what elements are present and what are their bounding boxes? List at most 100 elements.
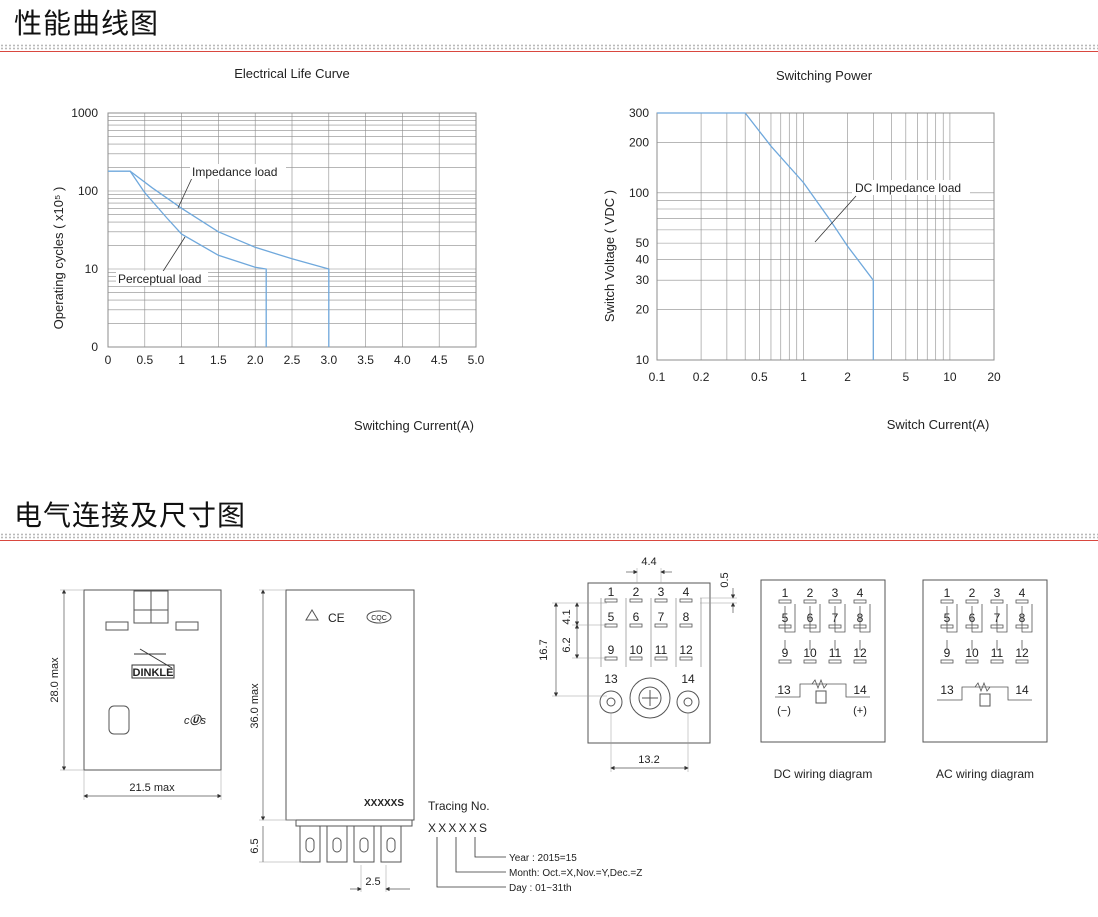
chart2-y-tick: 300 bbox=[629, 106, 649, 120]
pin-label: 6 bbox=[633, 610, 640, 624]
dc-impedance-label-bg bbox=[852, 180, 970, 195]
chart1-x-tick: 4.5 bbox=[431, 353, 448, 367]
pin-slot bbox=[853, 659, 867, 664]
chart1-y-label: Operating cycles ( x10⁵ ) bbox=[51, 187, 66, 330]
pin-label: 12 bbox=[1015, 646, 1029, 660]
chart1-x-tick: 3.5 bbox=[357, 353, 374, 367]
header-dots-divider-2 bbox=[0, 533, 1098, 539]
impedance-leader bbox=[177, 177, 193, 209]
chart2-y-tick: 30 bbox=[636, 273, 650, 287]
header-red-rule-2 bbox=[0, 540, 1098, 541]
coil-pin-label: 13 bbox=[777, 683, 791, 697]
pin-slot bbox=[629, 623, 643, 628]
tracing-code: XXXXXS bbox=[428, 821, 489, 835]
chart1-x-tick: 1 bbox=[178, 353, 185, 367]
chart1-x-tick: 5.0 bbox=[468, 353, 485, 367]
perceptual-load-label: Perceptual load bbox=[118, 272, 201, 286]
pin-slot bbox=[990, 659, 1004, 664]
pin-label: 10 bbox=[803, 646, 817, 660]
dc-caption: DC wiring diagram bbox=[774, 767, 873, 781]
ac-contact-line bbox=[971, 604, 983, 633]
coil-pin-label: 13 bbox=[940, 683, 954, 697]
side-pin-hole bbox=[386, 837, 396, 853]
dc-coil-wire bbox=[775, 683, 870, 698]
pin-label: 3 bbox=[994, 586, 1001, 600]
dc-impedance-leader bbox=[814, 195, 857, 243]
chart2-x-tick: 5 bbox=[902, 370, 909, 384]
dc-resistor-icon bbox=[811, 678, 828, 690]
pin-slot bbox=[965, 599, 979, 604]
chart1-x-tick: 0.5 bbox=[136, 353, 153, 367]
pin-slot bbox=[604, 598, 618, 603]
pin-length-dim: 6.5 bbox=[249, 838, 261, 853]
chart2-title: Switching Power bbox=[776, 68, 873, 83]
dim-bottom: 13.2 bbox=[638, 754, 659, 766]
pin-slot bbox=[778, 599, 792, 604]
chart2-x-tick: 20 bbox=[987, 370, 1001, 384]
side-pin-hole bbox=[332, 837, 342, 853]
pin-label: 3 bbox=[658, 585, 665, 599]
pin-slot bbox=[679, 623, 693, 628]
pin-slot bbox=[853, 599, 867, 604]
chart1-y-tick: 100 bbox=[78, 184, 98, 198]
dc-polarity-pos: (+) bbox=[853, 705, 867, 717]
impedance-label-bg bbox=[190, 164, 286, 179]
side-pins bbox=[299, 825, 402, 863]
dinkle-brand: DINKLE bbox=[133, 667, 174, 679]
dim-pitch-b: 6.2 bbox=[561, 637, 573, 652]
pin-label: 5 bbox=[608, 610, 615, 624]
tracing-month: Month: Oct.=X,Nov.=Y,Dec.=Z bbox=[509, 868, 642, 879]
side-pin-hole bbox=[359, 837, 369, 853]
relay-front-view: DINKLE cⓊs 28.0 max 21.5 max bbox=[49, 589, 222, 800]
pin-slot bbox=[965, 659, 979, 664]
header-dots-divider bbox=[0, 44, 1098, 50]
chart1-y-tick: 1000 bbox=[71, 106, 98, 120]
ac-contact-line bbox=[996, 604, 1008, 633]
chart1-series bbox=[108, 170, 330, 347]
pin-label: 12 bbox=[853, 646, 867, 660]
pin-pitch-dim: 2.5 bbox=[365, 876, 380, 888]
chart2-x-tick: 0.2 bbox=[693, 370, 710, 384]
ac-coil bbox=[979, 693, 991, 707]
coil-pin-label: 13 bbox=[604, 672, 618, 686]
pin-slot bbox=[1015, 599, 1029, 604]
chart2-y-tick: 50 bbox=[636, 236, 650, 250]
chart2-frame bbox=[656, 112, 995, 361]
ce-mark: CE bbox=[328, 611, 345, 625]
pin-label: 11 bbox=[991, 646, 1004, 660]
pin-label: 2 bbox=[807, 586, 814, 600]
coil-pin-label: 14 bbox=[853, 683, 867, 697]
pin-label: 12 bbox=[679, 643, 693, 657]
chart1-grid bbox=[107, 112, 477, 348]
pin-label: 2 bbox=[969, 586, 976, 600]
side-pin bbox=[326, 825, 348, 863]
chart1-title: Electrical Life Curve bbox=[234, 66, 350, 81]
chart2-y-tick: 100 bbox=[629, 186, 649, 200]
chart2-series-line-0 bbox=[657, 112, 874, 360]
side-pin-hole bbox=[305, 837, 315, 853]
chart2-y-tick: 10 bbox=[636, 353, 650, 367]
ac-coil-wire bbox=[937, 686, 1032, 701]
pin-slot bbox=[1015, 659, 1029, 664]
pin-label: 4 bbox=[683, 585, 690, 599]
tracing-title: Tracing No. bbox=[428, 799, 490, 813]
pin-slot bbox=[940, 659, 954, 664]
pin-slot bbox=[654, 598, 668, 603]
pin-label: 1 bbox=[608, 585, 615, 599]
pin-slot bbox=[828, 599, 842, 604]
pin-slot bbox=[629, 598, 643, 603]
chart1-x-tick: 3.0 bbox=[320, 353, 337, 367]
pin-label: 2 bbox=[633, 585, 640, 599]
header-red-rule bbox=[0, 51, 1098, 52]
chart2-x-tick: 0.5 bbox=[751, 370, 768, 384]
dc-contact-line bbox=[784, 604, 796, 633]
